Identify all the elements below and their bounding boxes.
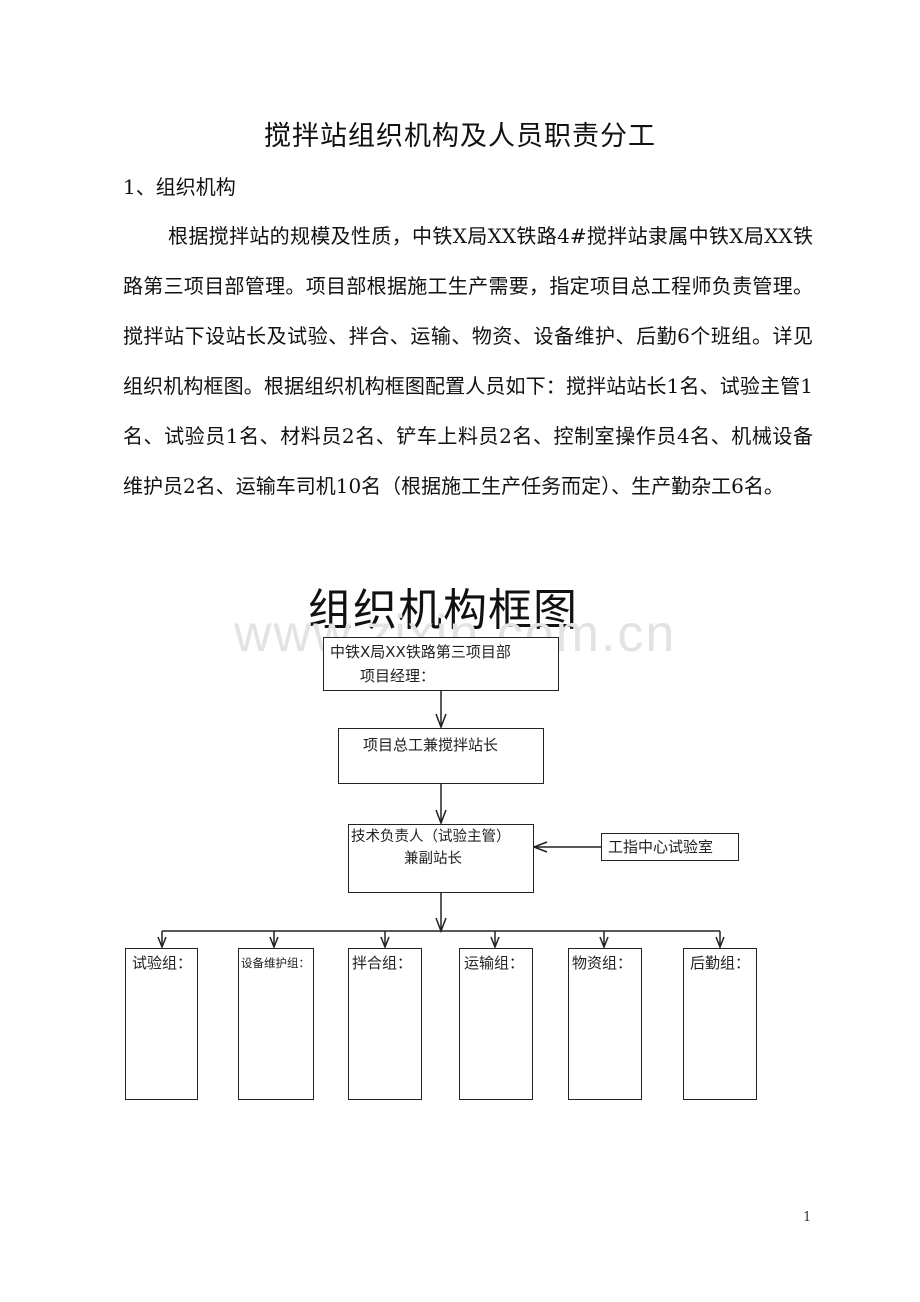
technical-lead-box: 技术负责人（试验主管） 兼副站长 [348,824,534,893]
group-label: 后勤组： [690,954,751,972]
group-label: 试验组： [132,954,193,972]
technical-lead-line1: 技术负责人（试验主管） [351,829,511,845]
chief-engineer-label: 项目总工兼搅拌站长 [363,736,499,754]
project-manager-line1: 中铁X局XX铁路第三项目部 [330,643,511,661]
group-label: 拌合组： [352,954,413,972]
section-heading: 1、组织机构 [123,175,236,199]
document-title: 搅拌站组织机构及人员职责分工 [264,121,656,152]
group-box-transport: 运输组： [459,948,533,1100]
technical-lead-line2: 兼副站长 [404,851,462,867]
group-box-logistics: 后勤组： [683,948,757,1100]
project-manager-line2: 项目经理： [360,667,436,685]
group-box-equipment: 设备维护组： [238,948,314,1100]
page-number: 1 [803,1210,812,1225]
chief-engineer-box: 项目总工兼搅拌站长 [338,728,544,784]
group-box-mixing: 拌合组： [348,948,422,1100]
body-paragraph: 根据搅拌站的规模及性质，中铁X局XX铁路4#搅拌站隶属中铁X局XX铁路第三项目部… [123,224,813,498]
group-label: 运输组： [464,954,525,972]
central-lab-box: 工指中心试验室 [601,833,739,861]
project-manager-box: 中铁X局XX铁路第三项目部 项目经理： [323,637,559,691]
central-lab-label: 工指中心试验室 [608,838,714,856]
group-box-testing: 试验组： [125,948,198,1100]
group-label: 设备维护组： [241,956,310,970]
group-box-materials: 物资组： [568,948,642,1100]
org-chart-title: 组织机构框图 [308,585,578,636]
group-label: 物资组： [572,954,633,972]
